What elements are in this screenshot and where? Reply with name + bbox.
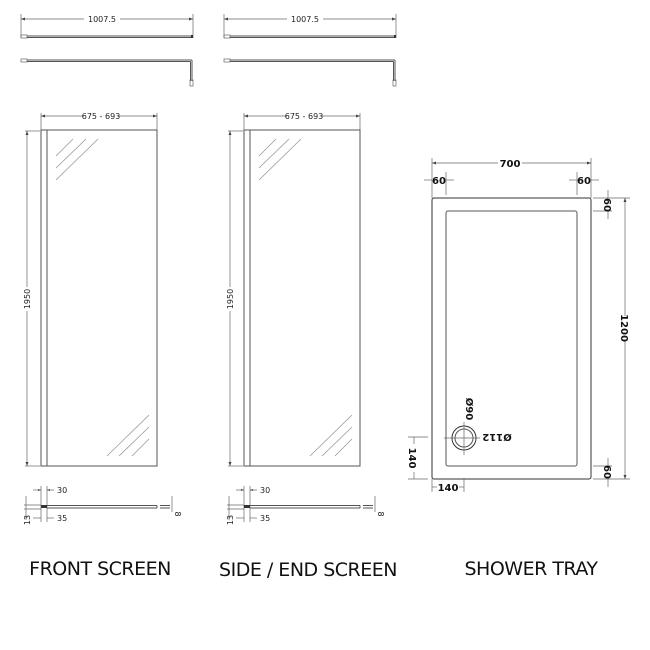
tray-outline <box>431 197 592 480</box>
tray-rim-left-label: 60 <box>432 176 446 187</box>
side-width-label: 675 - 693 <box>285 112 324 121</box>
tray-rim-horizontal-dimensions: 60 60 <box>424 172 599 195</box>
side-profile-depth-label: 30 <box>260 486 270 495</box>
front-width-label: 675 - 693 <box>82 112 121 121</box>
side-width-dimension: 675 - 693 <box>243 112 361 130</box>
tray-rim-vertical-dimensions: 60 60 <box>593 190 612 487</box>
tray-rim-right-label: 60 <box>577 176 591 187</box>
tray-length-dimension: 1200 <box>593 197 630 480</box>
front-height-label: 1950 <box>23 289 32 309</box>
tray-width-label: 700 <box>500 159 521 170</box>
side-height-dimension: 1950 <box>225 130 243 467</box>
shower-tray-group: 700 60 60 Ø90 Ø112 <box>406 158 630 580</box>
tray-waste-offset-y-label: 140 <box>406 448 417 469</box>
front-profile-depth-label: 30 <box>57 486 67 495</box>
tray-length-label: 1200 <box>618 314 629 342</box>
tray-waste-inner-diameter-label: Ø90 <box>463 398 475 420</box>
shower-tray-caption: SHOWER TRAY <box>464 558 598 580</box>
side-glass-panel <box>243 129 361 467</box>
front-width-dimension: 675 - 693 <box>40 112 158 130</box>
tray-waste-outer-diameter-label: Ø112 <box>482 431 511 443</box>
front-support-bar-top-view: 1007.5 <box>20 14 194 39</box>
tray-width-dimension: 700 <box>431 158 592 198</box>
front-glass-thickness-label: 8 <box>173 511 182 516</box>
front-support-bar-side-view <box>20 58 194 87</box>
side-bar-length-label: 1007.5 <box>291 15 319 24</box>
tray-waste-outlet: Ø90 Ø112 <box>444 398 512 455</box>
front-profile-height-label: 13 <box>23 515 32 525</box>
side-screen-group: 1007.5 675 - 693 1 <box>219 14 397 581</box>
tray-rim-bottom-label: 60 <box>601 465 612 479</box>
side-profile-height-label: 13 <box>226 515 235 525</box>
side-screen-caption: SIDE / END SCREEN <box>219 559 397 581</box>
side-height-label: 1950 <box>226 289 235 309</box>
side-glass-thickness-label: 8 <box>376 511 385 516</box>
tray-rim-top-label: 60 <box>601 198 612 212</box>
front-screen-group: 1007.5 675 - 693 <box>20 14 194 580</box>
tray-waste-offset-x-label: 140 <box>438 483 459 494</box>
side-support-bar-side-view <box>223 58 397 87</box>
tray-waste-offset-dimensions: 140 140 <box>406 436 465 494</box>
side-profile-section: 30 35 13 8 <box>226 486 385 525</box>
side-support-bar-top-view: 1007.5 <box>223 14 397 39</box>
front-height-dimension: 1950 <box>22 130 40 467</box>
front-screen-caption: FRONT SCREEN <box>29 558 171 580</box>
front-bar-length-label: 1007.5 <box>88 15 116 24</box>
front-profile-width-label: 35 <box>57 514 67 523</box>
front-glass-panel <box>40 129 158 467</box>
front-profile-section: 30 35 13 8 <box>23 486 182 525</box>
side-profile-width-label: 35 <box>260 514 270 523</box>
